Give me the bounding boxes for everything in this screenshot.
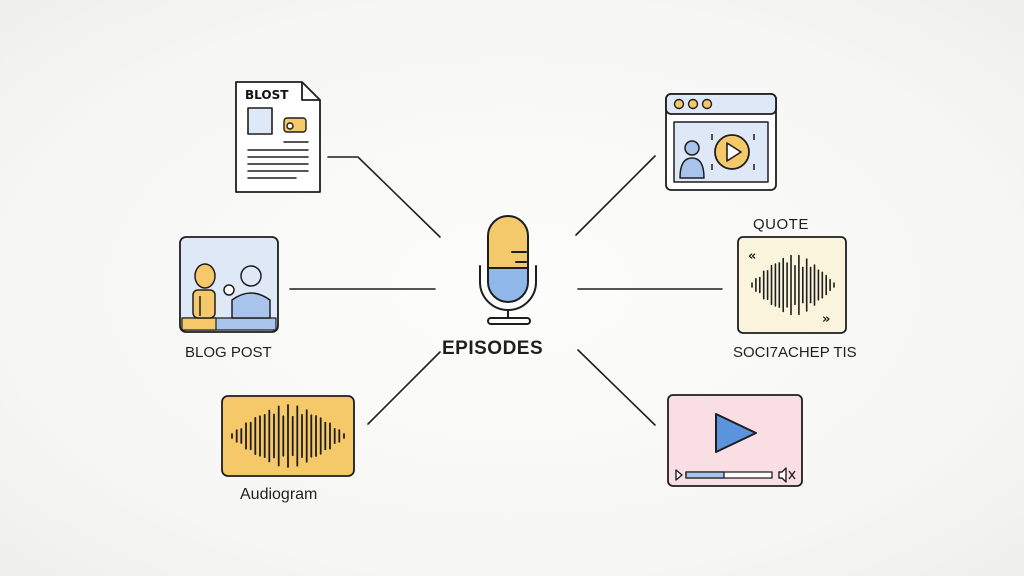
center-title: EPISODES (442, 338, 544, 359)
quote-waveform-card: « » (737, 236, 847, 334)
document-heading: BLOST (245, 88, 289, 102)
person-silhouette-icon (679, 140, 705, 179)
photo-sticker-icon (283, 117, 307, 133)
connector-video-player (577, 349, 656, 426)
document-icon (235, 81, 321, 193)
browser-video-icon (665, 93, 777, 191)
play-triangle-icon (715, 413, 757, 453)
microphone-icon (479, 215, 537, 325)
open-quote-mark: « (748, 249, 756, 264)
blog-post-label: BLOG POST (185, 344, 272, 361)
connector-document (327, 156, 441, 238)
close-quote-mark: » (822, 312, 830, 327)
connectors (289, 155, 723, 426)
audiogram-label: Audiogram (240, 486, 318, 503)
person-left-icon (192, 263, 216, 319)
video-player-icon (667, 394, 803, 487)
video-call-illustration (179, 236, 279, 333)
person-right-icon (223, 265, 271, 319)
image-placeholder (247, 107, 273, 135)
quote-caption: SOCI7ACHEP TIS (733, 344, 857, 361)
mute-icon (778, 467, 796, 483)
quote-label: QUOTE (753, 216, 809, 233)
connector-audiogram (367, 351, 441, 425)
waveform-icon (221, 395, 355, 477)
connector-browser-video (575, 155, 656, 236)
